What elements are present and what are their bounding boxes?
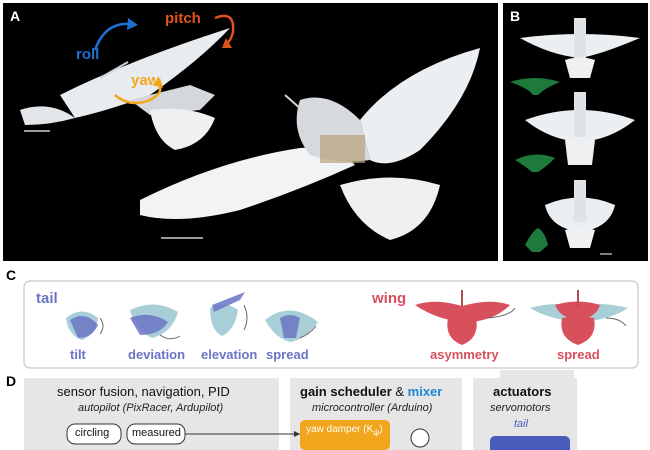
wing-asymmetry-label: asymmetry bbox=[430, 347, 499, 362]
ampersand-text: & bbox=[391, 384, 408, 399]
measured-button-label[interactable]: measured bbox=[132, 427, 181, 439]
tail-spread-drawing bbox=[265, 310, 318, 342]
sum-node bbox=[410, 428, 430, 448]
wing-spread-label: spread bbox=[557, 347, 600, 362]
tail-actuator-block bbox=[490, 436, 570, 450]
gain-scheduler-text: gain scheduler bbox=[300, 384, 392, 399]
actuators-title: actuators bbox=[493, 384, 552, 399]
panel-label-b: B bbox=[510, 8, 521, 24]
circling-button bbox=[66, 423, 122, 445]
yaw-damper-sub: ψ bbox=[373, 427, 380, 437]
silhouette-icon bbox=[515, 154, 555, 172]
tail-elevation-label: elevation bbox=[201, 347, 258, 362]
tail-tilt-drawing bbox=[66, 311, 104, 340]
yaw-arrow-icon bbox=[114, 83, 162, 105]
tail-deviation-drawing bbox=[130, 304, 181, 340]
yaw-damper-end: ) bbox=[379, 424, 383, 435]
panel-label-c: C bbox=[6, 267, 17, 283]
tail-tilt-label: tilt bbox=[70, 347, 86, 362]
pitch-label: pitch bbox=[165, 10, 201, 27]
panel-b-birds bbox=[510, 18, 640, 255]
small-bird-drawing bbox=[20, 28, 230, 150]
tail-elevation-drawing bbox=[210, 292, 248, 336]
autopilot-subtitle: autopilot (PixRacer, Ardupilot) bbox=[78, 402, 224, 414]
tail-deviation-label: deviation bbox=[128, 347, 186, 362]
wing-asymmetry-drawing bbox=[415, 290, 516, 345]
tail-title: tail bbox=[36, 290, 58, 307]
panel-label-d: D bbox=[6, 373, 17, 389]
yaw-damper-text: yaw damper (K bbox=[306, 424, 374, 435]
actuators-tail-label: tail bbox=[514, 418, 529, 430]
sensor-fusion-title: sensor fusion, navigation, PID bbox=[57, 384, 230, 399]
yaw-damper-block bbox=[300, 420, 390, 450]
tail-spread-label: spread bbox=[266, 347, 309, 362]
roll-label: roll bbox=[76, 46, 100, 63]
servomotors-subtitle: servomotors bbox=[490, 402, 551, 414]
silhouette-icon bbox=[510, 78, 560, 95]
silhouette-icon bbox=[525, 228, 548, 252]
mixer-text: mixer bbox=[407, 384, 443, 399]
gain-scheduler-title: gain scheduler & mixer bbox=[300, 384, 442, 399]
circling-button-label[interactable]: circling bbox=[75, 427, 110, 439]
microcontroller-subtitle: microcontroller (Arduino) bbox=[312, 402, 433, 414]
yaw-damper-label: yaw damper (Kψ) bbox=[306, 424, 383, 437]
roll-arrow-icon bbox=[93, 22, 131, 51]
large-bird-drawing bbox=[140, 48, 480, 240]
wing-title: wing bbox=[372, 290, 407, 307]
panel-label-a: A bbox=[10, 8, 21, 24]
panel-c-frame bbox=[23, 280, 639, 369]
wing-spread-drawing bbox=[530, 290, 628, 345]
yaw-label: yaw bbox=[131, 72, 160, 89]
